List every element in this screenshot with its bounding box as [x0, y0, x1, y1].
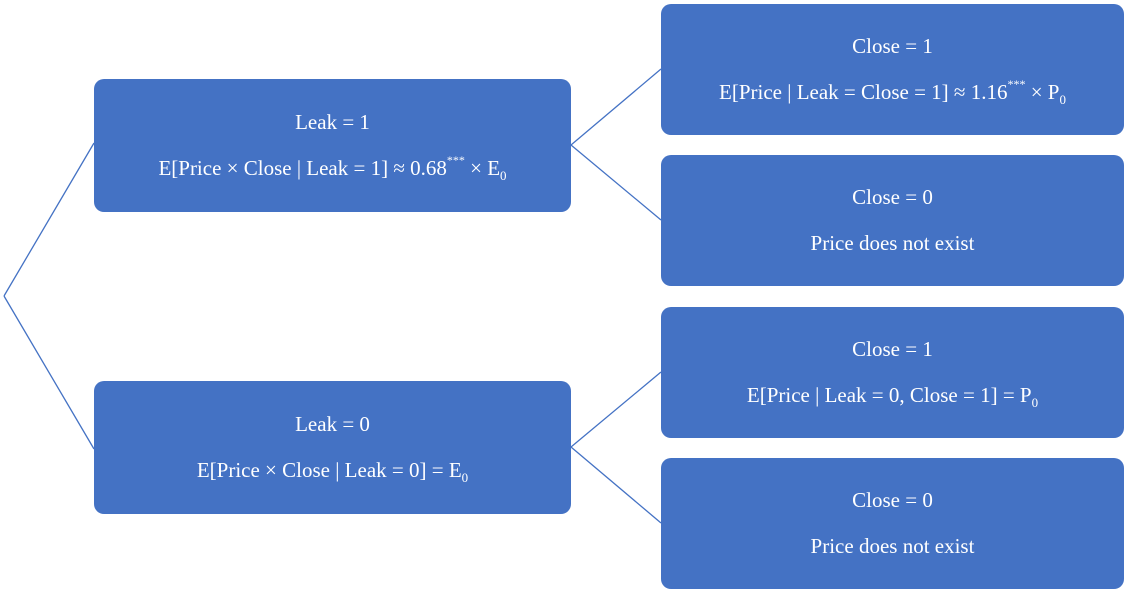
formula-text: E[Price × Close | Leak = 0] = E — [196, 457, 462, 482]
significance-stars: *** — [446, 152, 465, 167]
node-leak-1-close-0: Close = 0 Price does not exist — [661, 155, 1124, 286]
formula-text: E[Price × Close | Leak = 1] ≈ 0.68 — [158, 155, 447, 180]
subscript: 0 — [1059, 91, 1066, 107]
node-leak-0-formula: E[Price × Close | Leak = 0] = E0 — [196, 457, 469, 485]
subscript: 0 — [500, 167, 507, 183]
connector-leak0-close1 — [570, 371, 662, 448]
formula-text: × P — [1025, 79, 1060, 104]
formula-text: E[Price | Leak = Close = 1] ≈ 1.16 — [719, 79, 1008, 104]
node-leak-0-close-1: Close = 1 E[Price | Leak = 0, Close = 1]… — [661, 307, 1124, 438]
node-leak-0: Leak = 0 E[Price × Close | Leak = 0] = E… — [94, 381, 571, 514]
node-leak-0-close-1-title: Close = 1 — [852, 337, 933, 362]
node-leak-1-close-1-formula: E[Price | Leak = Close = 1] ≈ 1.16*** × … — [719, 76, 1066, 107]
node-leak-0-close-0-text: Price does not exist — [810, 533, 975, 558]
formula-text: × E — [464, 155, 501, 180]
subscript: 0 — [461, 469, 469, 485]
connector-leak1-close0 — [570, 144, 662, 221]
significance-stars: *** — [1007, 76, 1026, 91]
subscript: 0 — [1031, 394, 1039, 410]
node-leak-0-close-0: Close = 0 Price does not exist — [661, 458, 1124, 589]
connector-leak0-close0 — [570, 446, 662, 524]
node-leak-1-close-0-text: Price does not exist — [810, 230, 975, 255]
formula-text: E[Price | Leak = 0, Close = 1] = P — [746, 382, 1032, 407]
connector-root-leak0 — [3, 295, 95, 450]
node-leak-1: Leak = 1 E[Price × Close | Leak = 1] ≈ 0… — [94, 79, 571, 212]
node-leak-0-close-0-title: Close = 0 — [852, 488, 933, 513]
node-leak-1-close-1: Close = 1 E[Price | Leak = Close = 1] ≈ … — [661, 4, 1124, 135]
node-leak-1-close-0-title: Close = 0 — [852, 185, 933, 210]
node-leak-0-title: Leak = 0 — [295, 412, 370, 437]
node-leak-1-title: Leak = 1 — [295, 110, 370, 135]
connector-root-leak1 — [3, 142, 95, 297]
node-leak-0-close-1-formula: E[Price | Leak = 0, Close = 1] = P0 — [746, 382, 1039, 410]
node-leak-1-close-1-title: Close = 1 — [852, 34, 933, 59]
node-leak-1-formula: E[Price × Close | Leak = 1] ≈ 0.68*** × … — [158, 152, 507, 183]
connector-leak1-close1 — [570, 68, 662, 146]
